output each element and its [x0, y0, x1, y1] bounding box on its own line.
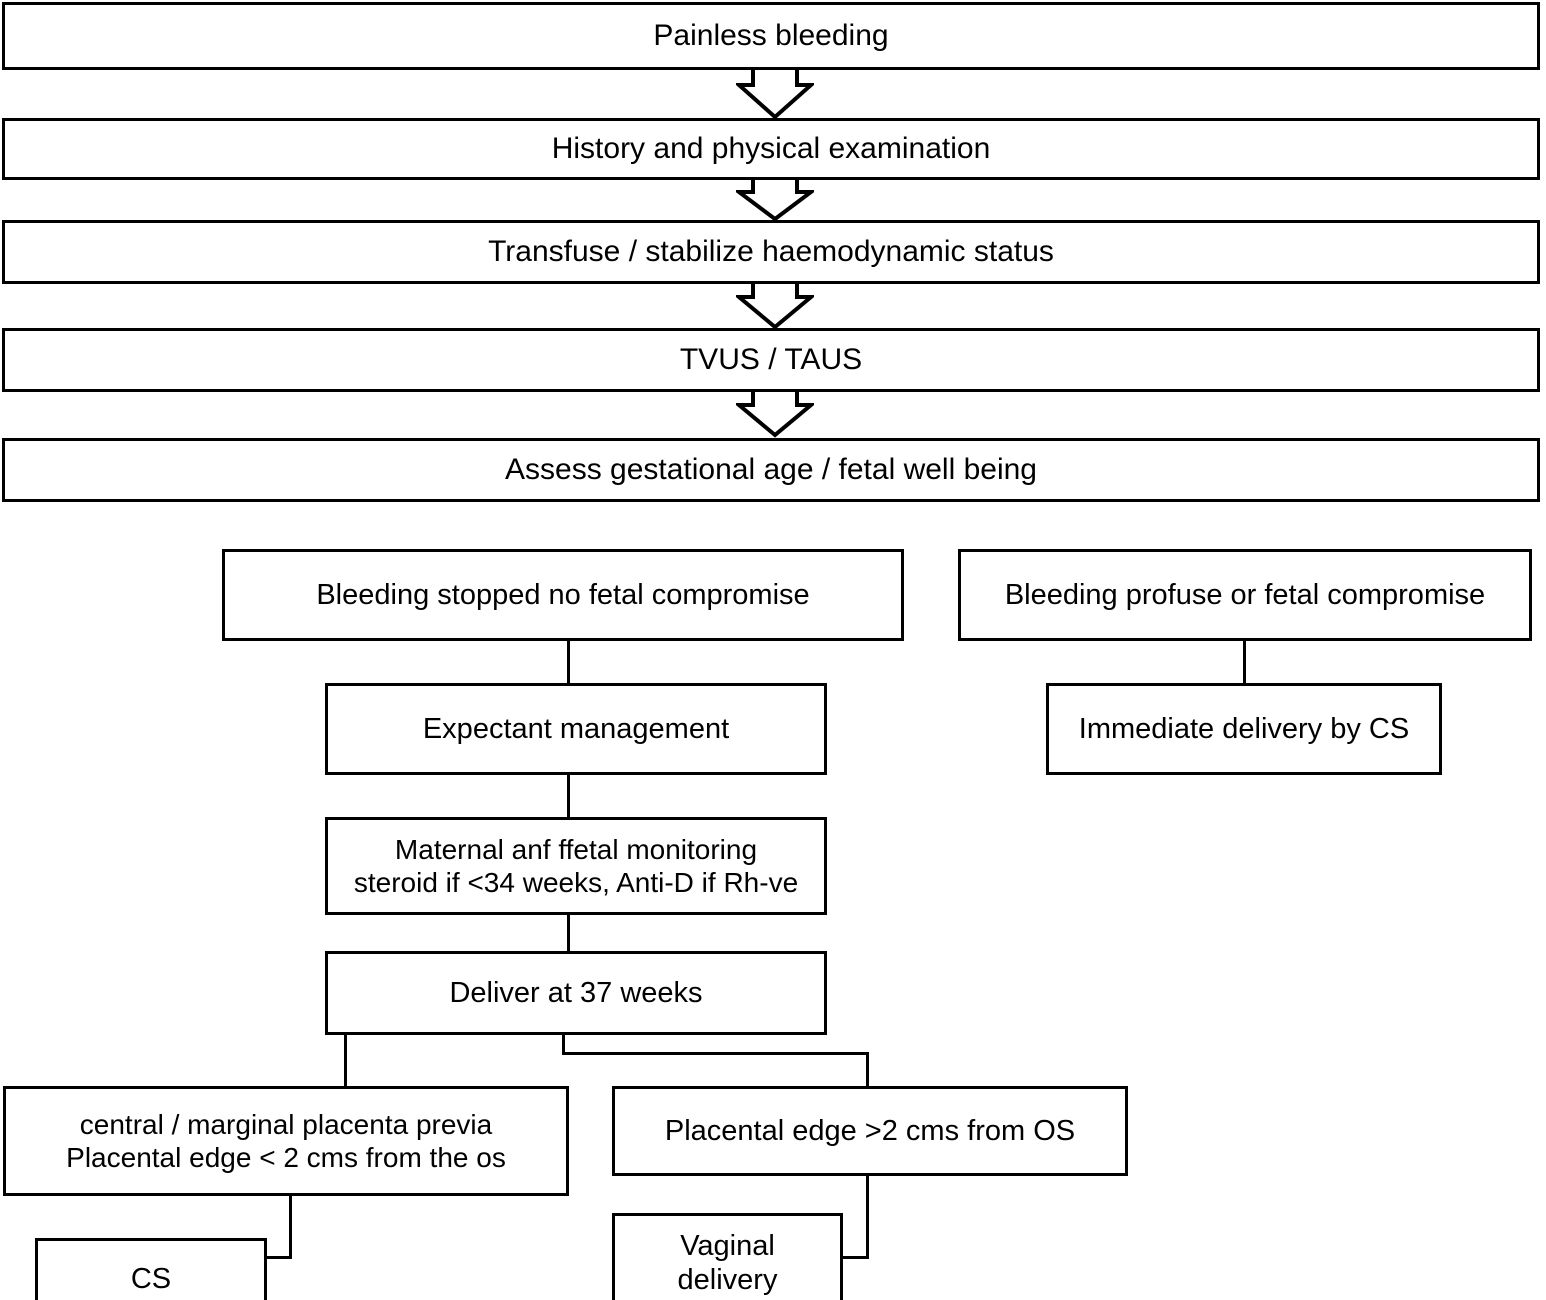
node-central-marginal-placenta-previa[interactable]: central / marginal placenta previa Place… — [3, 1086, 569, 1196]
connector-placental-edge-to-vaginal-horizontal — [838, 1256, 869, 1259]
node-bleeding-profuse-or-fetal-compromise[interactable]: Bleeding profuse or fetal compromise — [958, 549, 1532, 641]
connector-deliver-right-stub — [562, 1033, 565, 1055]
arrow-tvus-to-assess — [736, 390, 814, 438]
node-deliver-at-37-weeks[interactable]: Deliver at 37 weeks — [325, 951, 827, 1035]
node-label: Painless bleeding — [653, 19, 889, 53]
node-label: TVUS / TAUS — [679, 343, 863, 377]
arrow-transfuse-to-tvus — [736, 282, 814, 330]
connector-bleeding-profuse-to-immediate-delivery — [1243, 641, 1246, 683]
node-immediate-delivery-by-cs[interactable]: Immediate delivery by CS — [1046, 683, 1442, 775]
node-transfuse-stabilize[interactable]: Transfuse / stabilize haemodynamic statu… — [2, 220, 1540, 284]
node-label: Bleeding profuse or fetal compromise — [1004, 578, 1486, 611]
node-label: History and physical examination — [551, 132, 991, 166]
node-bleeding-stopped-no-fetal-compromise[interactable]: Bleeding stopped no fetal compromise — [222, 549, 904, 641]
node-assess-gestational-age[interactable]: Assess gestational age / fetal well bein… — [2, 438, 1540, 502]
node-label: Immediate delivery by CS — [1078, 712, 1410, 745]
node-label: Bleeding stopped no fetal compromise — [316, 578, 810, 611]
node-label: Placental edge >2 cms from OS — [664, 1114, 1076, 1147]
arrow-history-to-transfuse — [736, 178, 814, 222]
connector-maternal-monitoring-to-deliver — [567, 915, 570, 953]
connector-expectant-to-maternal-monitoring — [567, 775, 570, 817]
node-label: Expectant management — [422, 712, 730, 745]
node-label: Deliver at 37 weeks — [449, 976, 703, 1009]
node-label: Assess gestational age / fetal well bein… — [505, 453, 1037, 487]
connector-placental-edge-to-vaginal-drop — [866, 1176, 869, 1259]
connector-deliver-right-drop — [866, 1052, 869, 1088]
arrow-painless-to-history — [736, 68, 814, 120]
node-placental-edge-greater-2cms[interactable]: Placental edge >2 cms from OS — [612, 1086, 1128, 1176]
node-label: Transfuse / stabilize haemodynamic statu… — [488, 235, 1054, 269]
node-label: Vaginal delivery — [677, 1229, 778, 1296]
connector-deliver-right-horizontal — [562, 1052, 869, 1055]
node-cs[interactable]: CS — [35, 1238, 267, 1300]
node-vaginal-delivery[interactable]: Vaginal delivery — [612, 1213, 843, 1300]
connector-bleeding-stopped-to-expectant — [567, 641, 570, 683]
node-tvus-taus[interactable]: TVUS / TAUS — [2, 328, 1540, 392]
connector-central-marginal-to-cs-horizontal — [262, 1256, 292, 1259]
connector-deliver-to-central-marginal — [344, 1033, 347, 1088]
node-history-and-physical-examination[interactable]: History and physical examination — [2, 118, 1540, 180]
node-label: central / marginal placenta previa Place… — [66, 1108, 506, 1173]
node-painless-bleeding[interactable]: Painless bleeding — [2, 2, 1540, 70]
node-maternal-fetal-monitoring[interactable]: Maternal anf ffetal monitoring steroid i… — [325, 817, 827, 915]
node-label: CS — [130, 1262, 172, 1295]
node-label: Maternal anf ffetal monitoring steroid i… — [353, 833, 799, 898]
node-expectant-management[interactable]: Expectant management — [325, 683, 827, 775]
connector-central-marginal-to-cs-drop — [289, 1196, 292, 1259]
